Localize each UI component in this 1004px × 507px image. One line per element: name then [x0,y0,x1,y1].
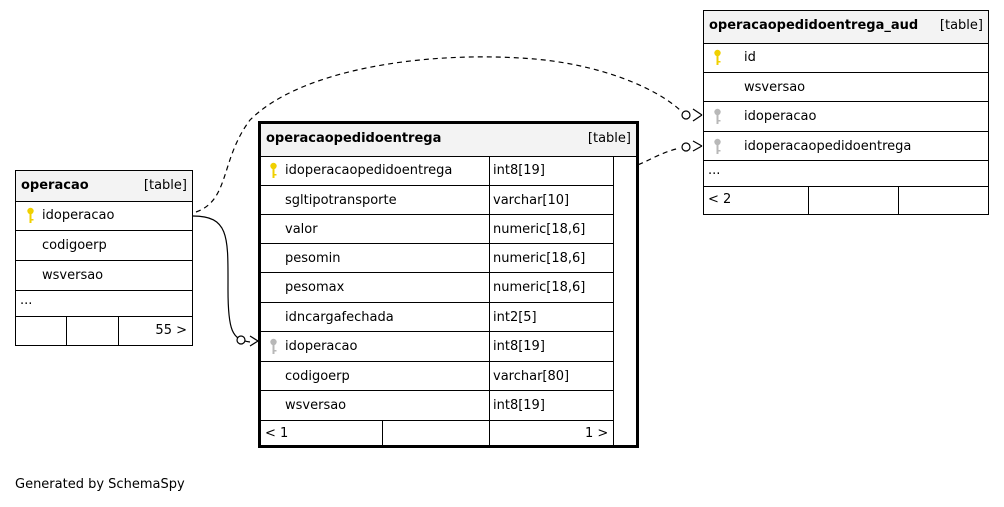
column-type: numeric[18,6] [493,251,586,266]
table-type: [table] [939,18,983,33]
column-name: wsversao [285,398,347,413]
column-row[interactable]: idoperacaopedidoentrega int8[19] [261,156,614,186]
link-operacao-to-aud [195,56,683,213]
column-name: wsversao [42,268,104,283]
column-row[interactable]: wsversao [704,73,988,102]
column-row[interactable]: codigoerp [16,231,192,261]
table-type: [table] [587,131,631,146]
foreign-key-icon [714,108,721,124]
table-header: operacaopedidoentrega [table] [261,124,636,157]
column-type: varchar[80] [493,369,570,384]
primary-key-icon [270,162,277,178]
table-operacaopedidoentrega[interactable]: operacaopedidoentrega [table] idoperacao… [258,121,639,448]
table-name: operacaopedidoentrega [266,131,442,146]
link-end-circle [681,142,691,152]
column-row[interactable]: valor numeric[18,6] [261,215,614,244]
table-header: operacao [table] [16,171,192,202]
link-pedidoentrega-to-aud [611,147,681,171]
column-row[interactable]: idoperacao [16,201,192,231]
column-name: codigoerp [42,238,107,253]
column-row[interactable]: idoperacaopedidoentrega [704,132,988,161]
column-type: varchar[10] [493,193,570,208]
footer-parents-count: < 1 [265,426,289,441]
column-row[interactable]: pesomax numeric[18,6] [261,273,614,303]
column-name: id [744,50,756,65]
footer-divider [898,187,899,214]
column-name: valor [285,222,318,237]
column-type: int2[5] [493,310,537,325]
more-indicator: ... [20,293,33,308]
column-name: idoperacao [285,339,358,354]
column-row[interactable]: wsversao [16,261,192,291]
footer-children-count: 1 > [585,426,609,441]
link-crowfoot [692,140,703,152]
column-type: numeric[18,6] [493,222,586,237]
type-column-divider [489,156,490,448]
column-name: wsversao [744,80,806,95]
footer-divider [118,317,119,345]
foreign-key-icon [714,138,721,154]
column-name: idoperacaopedidoentrega [744,139,912,154]
link-operacao-to-pedidoentrega [192,215,251,343]
table-header: operacaopedidoentrega_aud [table] [704,11,988,44]
generated-by-footer: Generated by SchemaSpy [15,477,185,492]
column-name: idncargafechada [285,310,394,325]
column-name: pesomin [285,251,341,266]
column-name: sgltipotransporte [285,193,397,208]
link-end-circle [681,110,691,120]
primary-key-icon [27,207,34,223]
more-row: ... [16,291,192,317]
column-row[interactable]: codigoerp varchar[80] [261,362,614,391]
column-type: int8[19] [493,339,545,354]
column-name: idoperacao [744,109,817,124]
table-operacao[interactable]: operacao [table] idoperacao codigoerp ws… [15,170,193,346]
footer-children-count: 55 > [155,323,187,338]
link-crowfoot [692,108,703,122]
column-row[interactable]: wsversao int8[19] [261,391,614,421]
table-type: [table] [143,178,187,193]
foreign-key-icon [270,338,277,354]
more-indicator: ... [708,163,721,178]
footer-divider [808,187,809,214]
footer-divider [66,317,67,345]
column-type: int8[19] [493,398,545,413]
column-type: int8[19] [493,163,545,178]
link-end-circle [236,335,246,345]
column-row[interactable]: id [704,43,988,73]
footer-divider [382,421,383,448]
primary-key-icon [714,49,721,65]
column-type: numeric[18,6] [493,280,586,295]
column-name: idoperacao [42,208,115,223]
column-row[interactable]: sgltipotransporte varchar[10] [261,186,614,215]
column-row[interactable]: pesomin numeric[18,6] [261,244,614,273]
column-row[interactable]: idoperacao [704,102,988,132]
footer-parents-count: < 2 [708,192,732,207]
column-row[interactable]: idoperacao int8[19] [261,332,614,362]
column-name: codigoerp [285,369,350,384]
table-operacaopedidoentrega-aud[interactable]: operacaopedidoentrega_aud [table] id wsv… [703,10,989,215]
column-name: pesomax [285,280,345,295]
table-name: operacaopedidoentrega_aud [709,18,919,33]
column-name: idoperacaopedidoentrega [285,163,453,178]
more-row: ... [704,161,988,187]
table-name: operacao [21,178,89,193]
column-row[interactable]: idncargafechada int2[5] [261,303,614,332]
link-crowfoot [249,335,259,347]
